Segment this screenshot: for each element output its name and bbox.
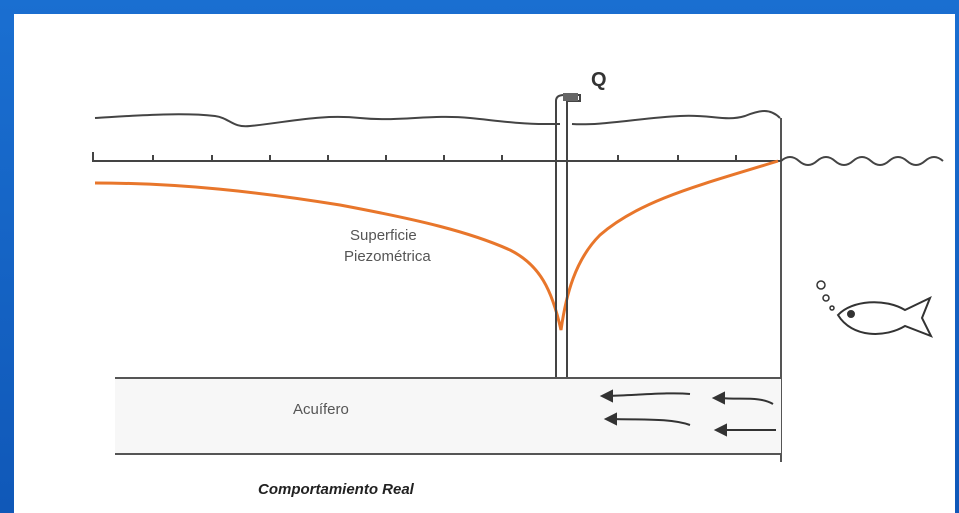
piezometric-label-line1: Superficie <box>350 227 417 244</box>
flow-arrow-icon <box>599 389 776 437</box>
well-discharge-label: Q <box>591 69 607 91</box>
aquifer-layer <box>115 378 781 454</box>
bubbles-icon <box>816 280 835 311</box>
diagram-caption: Comportamiento Real <box>258 481 415 498</box>
fish-icon <box>836 295 934 338</box>
piezometric-label-line2: Piezométrica <box>344 248 431 265</box>
reference-ruler <box>92 152 781 162</box>
well-pump-head <box>563 93 578 101</box>
sea-waves <box>780 156 944 166</box>
ground-surface <box>94 110 781 128</box>
aquifer-label: Acuífero <box>293 401 349 418</box>
piezometric-surface-curve <box>94 159 779 331</box>
